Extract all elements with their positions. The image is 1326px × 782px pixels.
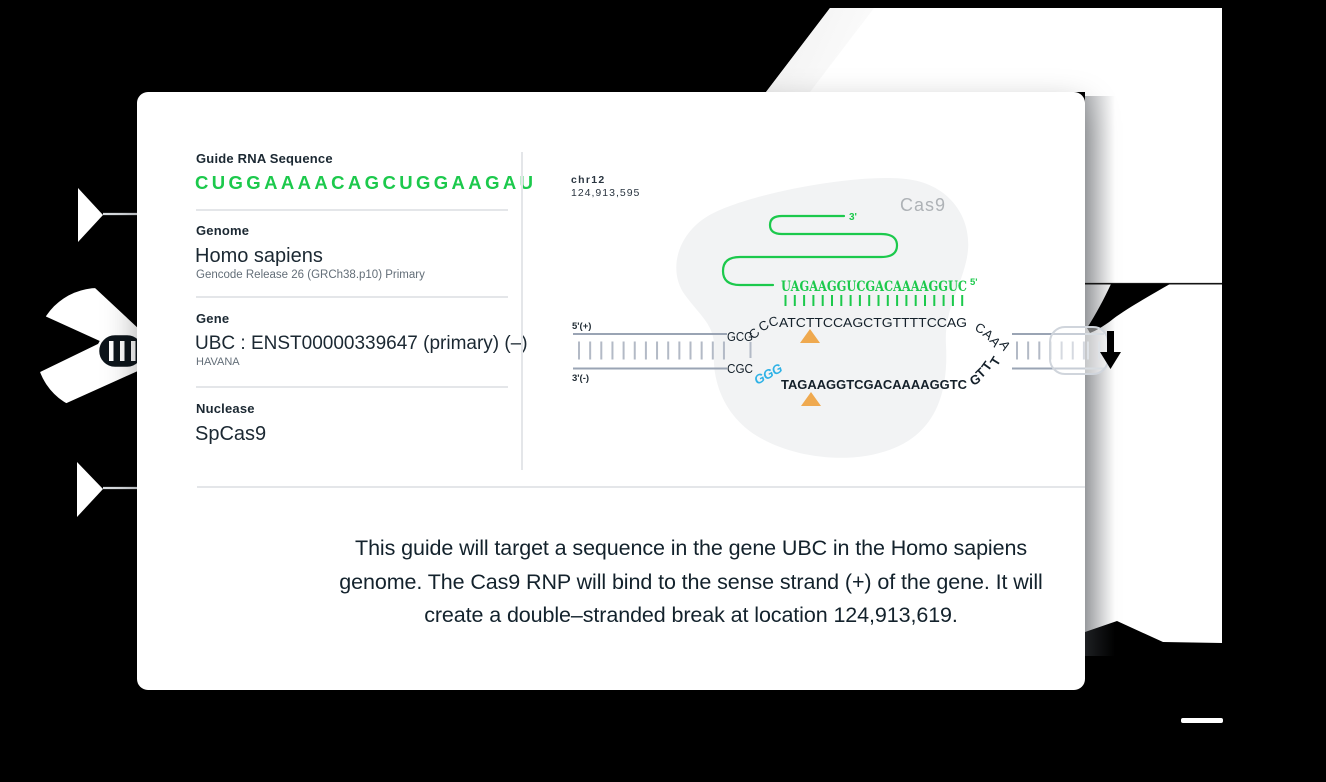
svg-text:C: C (767, 313, 780, 330)
three-prime-label: 3' (849, 212, 857, 223)
svg-text:CGC: CGC (727, 361, 753, 376)
vertical-separator (521, 152, 523, 470)
guide-report-card: Guide RNA Sequence CUGGAAAACAGCUGGAAGAU … (137, 92, 1085, 690)
card-shadow (1085, 96, 1115, 656)
genome-value: Homo sapiens (195, 245, 323, 267)
left-edge-decor (36, 188, 140, 517)
crispr-diagram: Cas9 chr12 124,913,595 3' UAGAAGGUCGACAA… (571, 174, 1085, 458)
gene-value: UBC : ENST00000339647 (primary) (–) (195, 333, 528, 354)
grna-scaffold (721, 214, 899, 287)
summary-line: This guide will target a sequence in the… (355, 536, 1027, 560)
guide-rna-label: Guide RNA Sequence (196, 151, 333, 166)
cut-site-marker-top (800, 329, 820, 343)
gene-detail: HAVANA (196, 356, 240, 368)
five-prime-label: 5' (970, 277, 978, 288)
dna-ladder-left (573, 333, 752, 370)
cas9-body (676, 177, 969, 458)
guide-rna-sequence: CUGGAAAACAGCUGGAAGAU (195, 172, 537, 193)
svg-text:ATCTTCCAGCTGTTTTCCAG: ATCTTCCAGCTGTTTTCCAG (779, 315, 967, 330)
genome-label: Genome (196, 223, 250, 238)
top-strand-sequence: GCG C C C ATCTTCCAGCTGTTTTCCAG C A A A (727, 313, 1014, 353)
svg-text:GCG: GCG (727, 329, 753, 344)
right-edge-decor (1049, 282, 1222, 375)
divider (196, 386, 508, 388)
sense-strand-label: 5'(+) (572, 321, 591, 332)
summary-line: create a double–stranded break at locati… (424, 603, 958, 627)
summary-line: genome. The Cas9 RNP will bind to the se… (339, 569, 1043, 594)
cas9-label: Cas9 (900, 195, 946, 215)
nuclease-value: SpCas9 (195, 423, 267, 445)
dna-helix-icon (36, 288, 140, 412)
ladder-highlight-pill (1049, 326, 1109, 375)
divider (196, 209, 508, 211)
left-arrow-icon (77, 462, 103, 517)
summary-text: This guide will target a sequence in the… (291, 532, 1091, 633)
svg-text:TAGAAGGTCGACAAAAGGTC: TAGAAGGTCGACAAAAGGTC (781, 377, 968, 392)
genome-detail: Gencode Release 26 (GRCh38.p10) Primary (196, 269, 425, 281)
bottom-dash-decor (1181, 718, 1223, 723)
gene-label: Gene (196, 311, 230, 326)
antisense-strand-label: 3'(-) (572, 373, 589, 384)
dna-ladder-extension (1085, 333, 1104, 370)
divider (197, 486, 1085, 488)
cut-site-marker-bottom (801, 392, 821, 406)
divider (196, 296, 508, 298)
left-arrow-icon (78, 188, 103, 242)
down-arrow-icon (1100, 331, 1121, 369)
chromosome-label: chr12 (571, 174, 606, 186)
position-label: 124,913,595 (571, 187, 640, 199)
nuclease-label: Nuclease (196, 401, 255, 416)
background-wedge (1087, 284, 1170, 333)
guide-spacer-sequence: UAGAAGGUCGACAAAAGGUC (781, 279, 967, 295)
